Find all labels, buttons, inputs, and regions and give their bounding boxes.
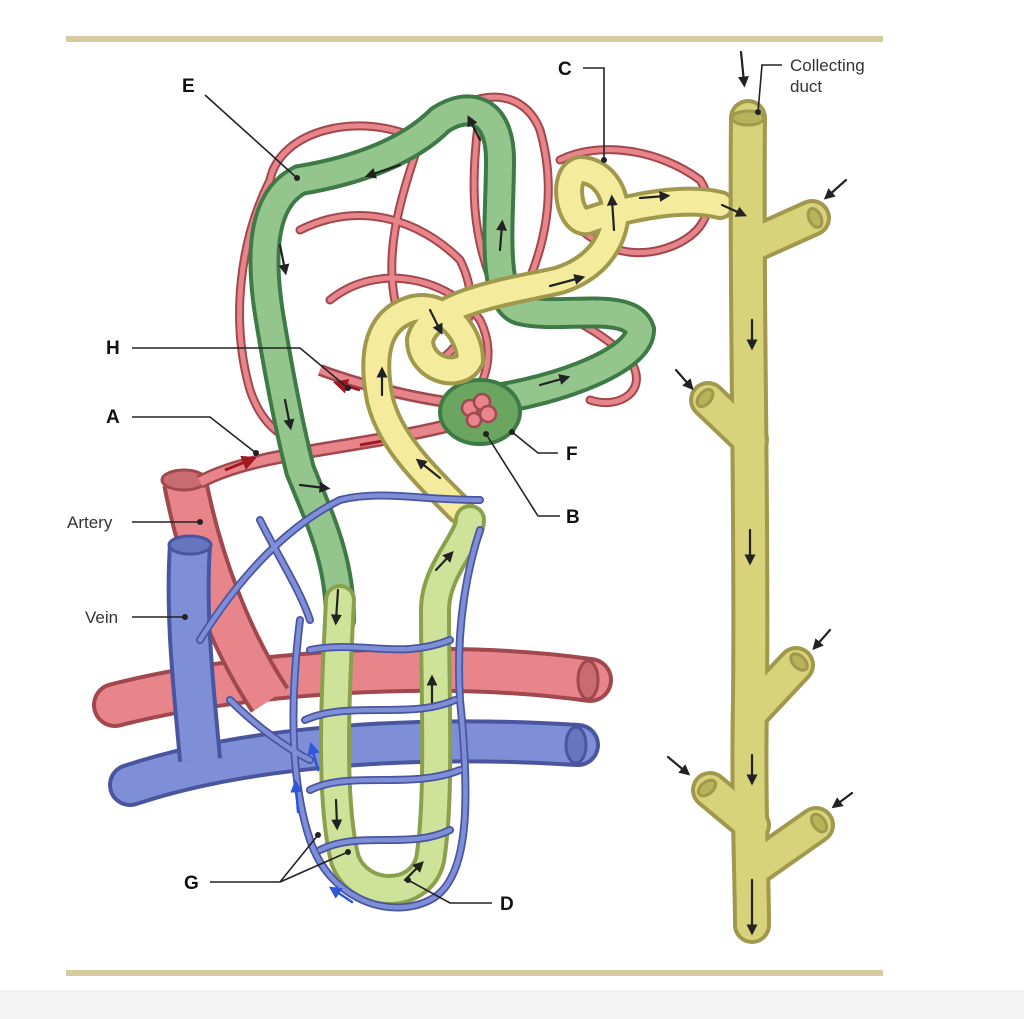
label-h: H	[106, 338, 120, 359]
collecting-duct	[668, 52, 852, 930]
label-e: E	[182, 76, 195, 97]
label-f: F	[566, 444, 578, 465]
label-vein: Vein	[85, 608, 118, 627]
label-artery: Artery	[67, 513, 113, 532]
label-b: B	[566, 507, 580, 528]
label-c: C	[558, 59, 572, 80]
label-a: A	[106, 407, 120, 428]
top-frame-rule	[66, 36, 883, 42]
vein	[169, 536, 211, 760]
label-g: G	[184, 873, 199, 894]
bowmans-capsule	[440, 380, 520, 444]
bottom-frame-rule	[66, 970, 883, 976]
label-collecting-duct-line1: Collecting	[790, 56, 865, 75]
label-collecting-duct-line2: duct	[790, 77, 822, 96]
label-d: D	[500, 894, 514, 915]
